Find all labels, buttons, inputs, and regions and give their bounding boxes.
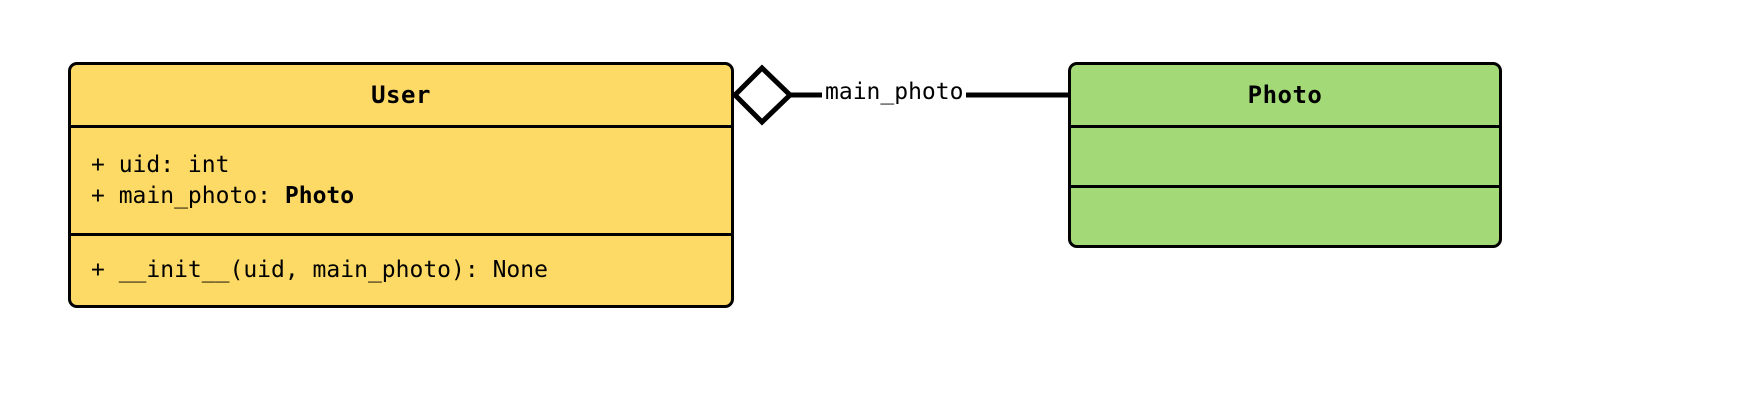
attribute-row: + uid: int	[91, 150, 715, 180]
method-row: + __init__(uid, main_photo): None	[91, 255, 715, 285]
attribute-text-prefix: + main_photo:	[91, 182, 285, 209]
attribute-row: + main_photo: Photo	[91, 181, 715, 211]
class-node-photo[interactable]: Photo	[1068, 62, 1502, 248]
class-methods-compartment-photo	[1071, 185, 1499, 245]
class-methods-compartment-user: + __init__(uid, main_photo): None	[71, 233, 731, 305]
class-title-compartment-photo: Photo	[1071, 65, 1499, 125]
class-attributes-compartment-photo	[1071, 125, 1499, 185]
class-name-photo: Photo	[1247, 81, 1323, 109]
class-title-compartment-user: User	[71, 65, 731, 125]
method-text: + __init__(uid, main_photo): None	[91, 257, 548, 284]
aggregation-diamond	[731, 64, 794, 126]
class-name-user: User	[371, 81, 431, 109]
attribute-type-photo: Photo	[284, 182, 355, 209]
class-node-user[interactable]: User + uid: int + main_photo: Photo + __…	[68, 62, 734, 308]
relationship-label: main_photo	[822, 79, 967, 106]
class-attributes-compartment-user: + uid: int + main_photo: Photo	[71, 125, 731, 233]
attribute-text: + uid: int	[91, 152, 230, 179]
